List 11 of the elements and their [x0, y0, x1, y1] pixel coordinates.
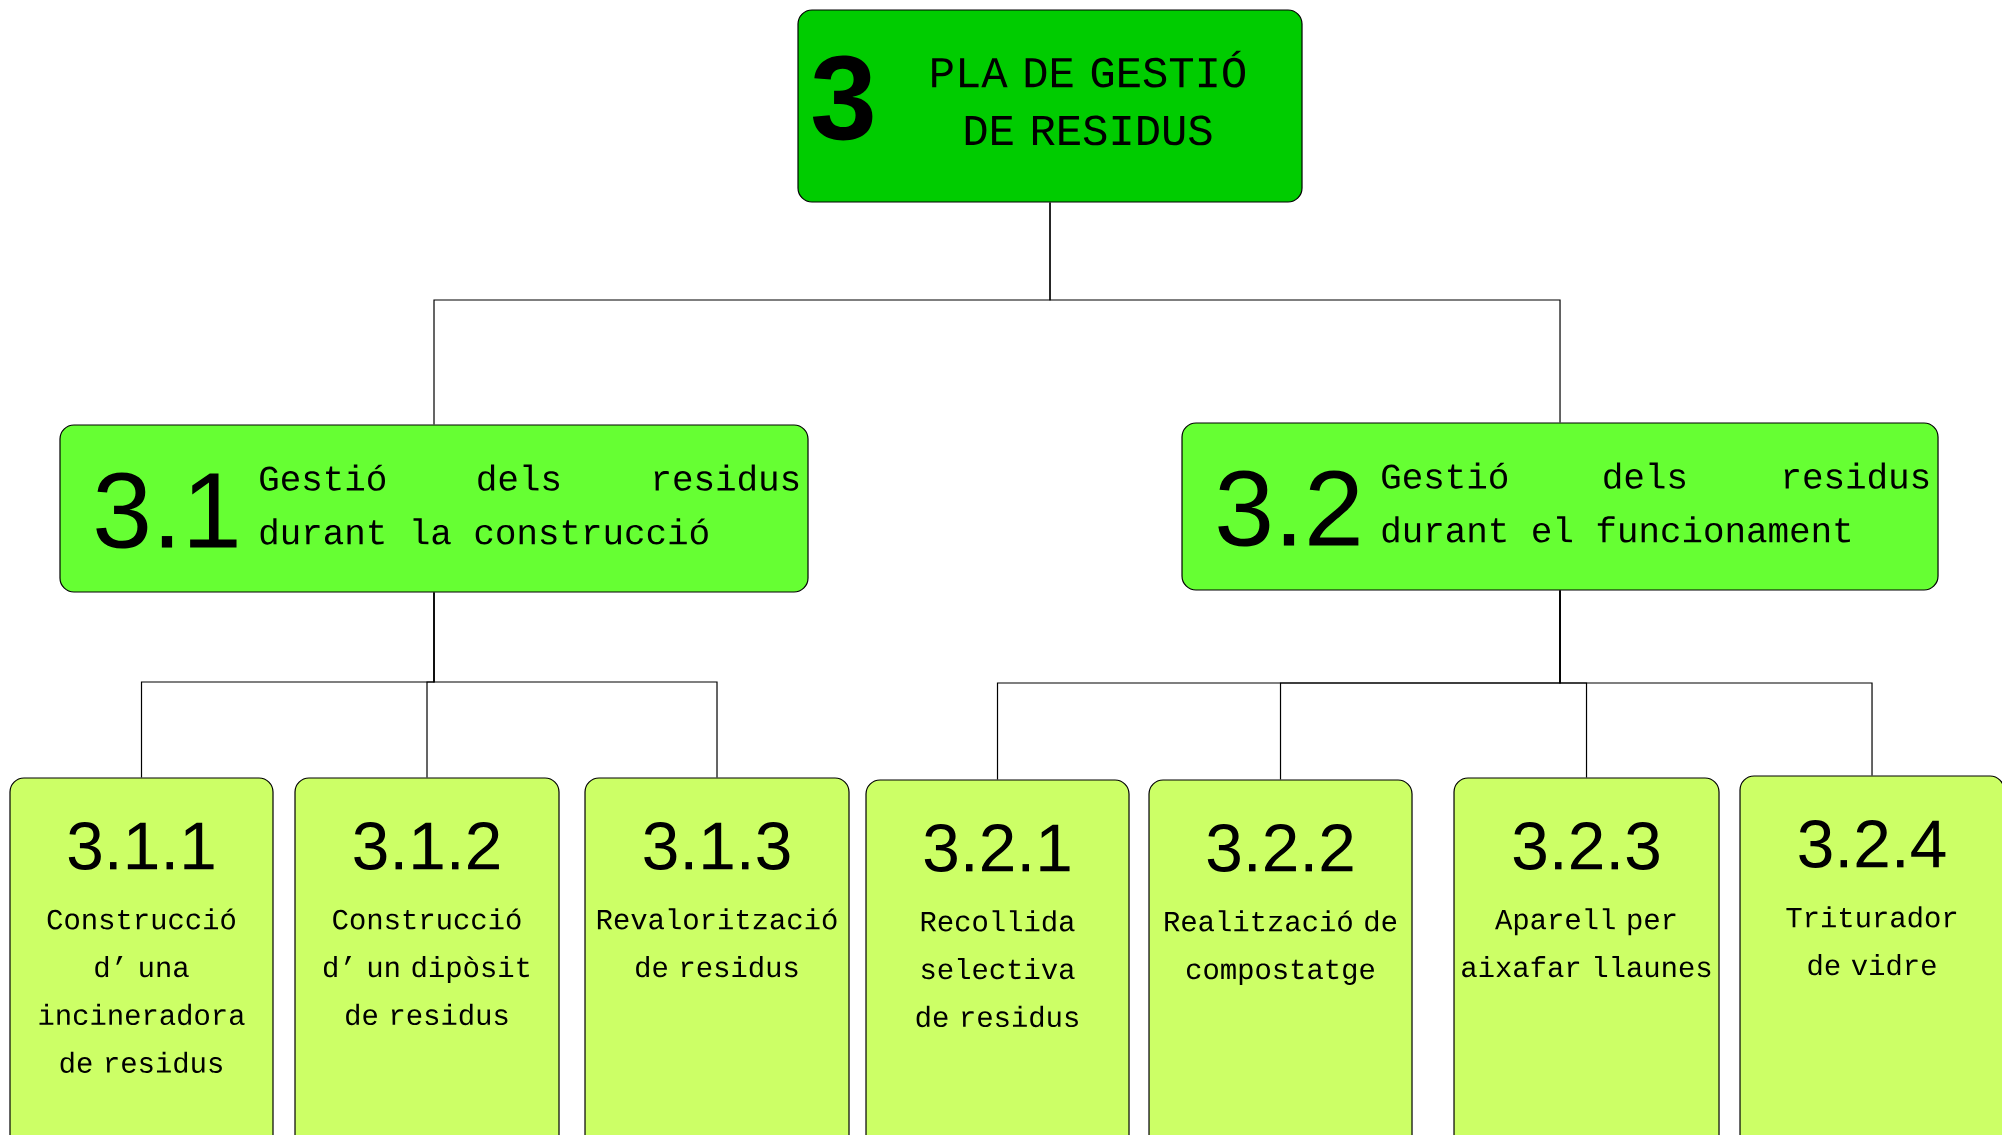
process-box: 3.1.1 Construcció d’ una incineradora de residus: [9, 777, 274, 1135]
process-box: 3.1.3 Revalorització de residus: [584, 777, 850, 1135]
connector-line: [433, 592, 718, 778]
process-box: 3.2.4 Triturador de vidre: [1739, 775, 2002, 1135]
connector-line: [1049, 202, 1561, 423]
process-box: 3 PLA DE GESTIÓ DE RESIDUS: [797, 9, 1303, 203]
process-box: 3.2.1 Recollida selectiva de residus: [865, 779, 1130, 1135]
connector-line: [1559, 590, 1873, 776]
process-box: 3.1.2 Construcció d’ un dipòsit de residus: [294, 777, 560, 1135]
process-box: 3.2.2 Realització de compostatge: [1148, 779, 1413, 1135]
process-box: 3.2.3 Aparell per aixafar llaunes: [1453, 777, 1720, 1135]
